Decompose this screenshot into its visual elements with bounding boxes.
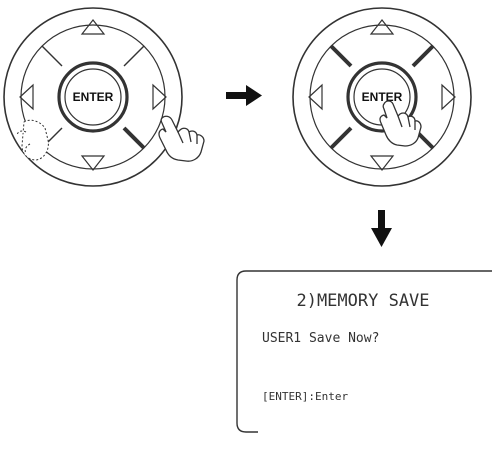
keypad-outer-ring (3, 7, 183, 187)
enter-label-right: ENTER (362, 90, 403, 104)
up-arrow-icon[interactable] (369, 19, 395, 35)
dotted-hand-icon (16, 119, 49, 161)
enter-label-left: ENTER (73, 90, 114, 104)
enter-button-outer[interactable] (346, 61, 418, 133)
down-arrow-icon[interactable] (80, 155, 106, 171)
hand-pointer-icon (158, 115, 205, 162)
keypad-divider-highlight (122, 126, 146, 150)
right-arrow-icon[interactable] (441, 83, 456, 111)
keypad-divider-highlight (411, 44, 435, 68)
keypad-right (292, 7, 472, 187)
down-arrow-icon[interactable] (369, 155, 395, 171)
hand-pointer-icon (379, 100, 422, 147)
keypad-inner-ring (309, 24, 455, 170)
left-arrow-icon[interactable] (308, 83, 323, 111)
enter-button-outer[interactable] (57, 61, 129, 133)
keypad-left (3, 7, 183, 187)
up-arrow-icon[interactable] (80, 19, 106, 35)
keypad-inner-ring (20, 24, 166, 170)
lcd-line-2: [ENTER]:Enter (262, 390, 348, 403)
right-arrow-icon[interactable] (152, 83, 167, 111)
arrow-down-icon (371, 210, 392, 247)
keypad-divider (123, 45, 145, 67)
keypad-divider-highlight (329, 126, 353, 150)
keypad-divider (41, 45, 63, 67)
keypad-outer-ring (292, 7, 472, 187)
lcd-panel-border (236, 270, 492, 433)
keypad-divider-highlight (329, 44, 353, 68)
lcd-line-1: USER1 Save Now? (262, 331, 379, 346)
arrow-right-icon (226, 85, 262, 106)
left-arrow-icon[interactable] (19, 83, 34, 111)
lcd-title: 2)MEMORY SAVE (296, 291, 429, 311)
enter-button[interactable] (64, 68, 122, 126)
